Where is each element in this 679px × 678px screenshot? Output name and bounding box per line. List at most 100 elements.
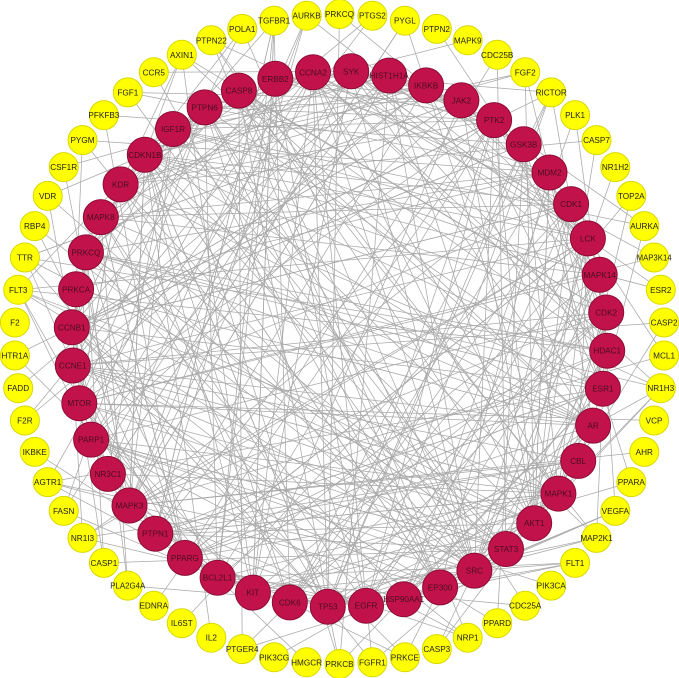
outer-node-pik3cg[interactable]: PIK3CG bbox=[259, 642, 289, 673]
outer-node-ppara[interactable]: PPARA bbox=[616, 467, 647, 498]
outer-node-nr1h2[interactable]: NR1H2 bbox=[600, 152, 631, 183]
inner-node-mdm2[interactable]: MDM2 bbox=[531, 154, 568, 191]
outer-node-ahr[interactable]: AHR bbox=[629, 436, 660, 467]
inner-node-mtor[interactable]: MTOR bbox=[61, 385, 98, 422]
outer-node-htr1a[interactable]: HTR1A bbox=[0, 340, 30, 371]
outer-node-prkcb[interactable]: PRKCB bbox=[324, 649, 355, 678]
outer-node-ptpn22[interactable]: PTPN22 bbox=[196, 25, 227, 56]
outer-node-map2k1[interactable]: MAP2K1 bbox=[580, 522, 613, 553]
outer-node-mcl1[interactable]: MCL1 bbox=[649, 340, 679, 371]
inner-node-kit[interactable]: KIT bbox=[234, 574, 271, 611]
outer-node-pygl[interactable]: PYGL bbox=[389, 5, 420, 36]
outer-node-nrp1[interactable]: NRP1 bbox=[452, 622, 483, 653]
outer-node-casp1[interactable]: CASP1 bbox=[88, 547, 119, 578]
outer-node-vegfa[interactable]: VEGFA bbox=[600, 495, 631, 526]
inner-node-ccnb1[interactable]: CCNB1 bbox=[53, 309, 90, 346]
outer-node-tgfbr1[interactable]: TGFBR1 bbox=[258, 5, 291, 36]
outer-node-ptger4[interactable]: PTGER4 bbox=[226, 634, 259, 665]
outer-node-pola1[interactable]: POLA1 bbox=[227, 13, 258, 44]
outer-node-pygm[interactable]: PYGM bbox=[67, 125, 98, 156]
inner-node-lck[interactable]: LCK bbox=[569, 220, 606, 257]
inner-node-mapk3[interactable]: MAPK3 bbox=[111, 487, 148, 524]
outer-node-plk1[interactable]: PLK1 bbox=[560, 100, 591, 131]
outer-node-prkce[interactable]: PRKCE bbox=[389, 642, 420, 673]
inner-node-stat3[interactable]: STAT3 bbox=[488, 531, 524, 567]
inner-node-igf1r[interactable]: IGF1R bbox=[155, 111, 191, 147]
outer-node-ptpn2[interactable]: PTPN2 bbox=[421, 13, 452, 44]
outer-node-pfkfb3[interactable]: PFKFB3 bbox=[88, 100, 120, 131]
inner-node-jak2[interactable]: JAK2 bbox=[443, 82, 480, 119]
outer-node-agtr1[interactable]: AGTR1 bbox=[32, 467, 63, 498]
outer-node-fadd[interactable]: FADD bbox=[3, 373, 34, 404]
inner-node-prkca[interactable]: PRKCA bbox=[58, 271, 95, 308]
inner-node-hsp90aa1[interactable]: HSP90AA1 bbox=[383, 581, 425, 618]
outer-node-rbp4[interactable]: RBP4 bbox=[19, 211, 50, 242]
outer-node-cdc25a[interactable]: CDC25A bbox=[509, 590, 542, 621]
outer-node-vcp[interactable]: VCP bbox=[639, 405, 670, 436]
inner-node-cdk6[interactable]: CDK6 bbox=[271, 584, 308, 621]
inner-node-ikbkb[interactable]: IKBKB bbox=[408, 67, 445, 104]
outer-node-fasn[interactable]: FASN bbox=[48, 495, 79, 526]
inner-node-cbl[interactable]: CBL bbox=[560, 442, 597, 479]
outer-node-il6st[interactable]: IL6ST bbox=[166, 608, 197, 639]
outer-node-ccr5[interactable]: CCR5 bbox=[138, 57, 169, 88]
outer-node-flt1[interactable]: FLT1 bbox=[560, 547, 591, 578]
outer-node-fgf2[interactable]: FGF2 bbox=[510, 57, 541, 88]
inner-node-nr3c1[interactable]: NR3C1 bbox=[89, 455, 126, 492]
outer-node-map3k14[interactable]: MAP3K14 bbox=[637, 242, 672, 273]
inner-node-prkcq[interactable]: PRKCQ bbox=[67, 234, 104, 271]
outer-node-il2[interactable]: IL2 bbox=[196, 622, 227, 653]
outer-node-hmgcr[interactable]: HMGCR bbox=[291, 647, 322, 678]
outer-node-vdr[interactable]: VDR bbox=[32, 180, 63, 211]
outer-node-ikbke[interactable]: IKBKE bbox=[19, 436, 50, 467]
outer-node-aurkb[interactable]: AURKB bbox=[291, 0, 322, 31]
inner-node-egfr[interactable]: EGFR bbox=[348, 587, 384, 624]
inner-node-mapk14[interactable]: MAPK14 bbox=[581, 256, 618, 293]
inner-node-cdkn1b[interactable]: CDKN1B bbox=[126, 136, 163, 173]
outer-node-flt3[interactable]: FLT3 bbox=[3, 274, 34, 305]
outer-node-pla2g4a[interactable]: PLA2G4A bbox=[110, 570, 146, 601]
inner-node-ptpn6[interactable]: PTPN6 bbox=[186, 89, 223, 126]
inner-node-ptk2[interactable]: PTK2 bbox=[476, 102, 513, 139]
inner-node-ptpn1[interactable]: PTPN1 bbox=[137, 515, 174, 552]
inner-node-ar[interactable]: AR bbox=[575, 407, 612, 444]
inner-node-gsk3b[interactable]: GSK3B bbox=[505, 126, 542, 163]
outer-node-pik3ca[interactable]: PIK3CA bbox=[536, 570, 567, 601]
inner-node-kdr[interactable]: KDR bbox=[102, 166, 139, 203]
outer-node-rictor[interactable]: RICTOR bbox=[536, 77, 567, 108]
outer-node-ednra[interactable]: EDNRA bbox=[138, 590, 169, 621]
outer-node-nr1i3[interactable]: NR1I3 bbox=[67, 522, 98, 553]
outer-node-fgfr1[interactable]: FGFR1 bbox=[357, 647, 388, 678]
inner-node-src[interactable]: SRC bbox=[456, 552, 493, 589]
outer-node-csf1r[interactable]: CSF1R bbox=[48, 152, 79, 183]
outer-node-f2[interactable]: F2 bbox=[0, 307, 30, 338]
inner-node-mapk1[interactable]: MAPK1 bbox=[540, 475, 577, 512]
outer-node-nr1h3[interactable]: NR1H3 bbox=[645, 373, 676, 404]
outer-node-casp7[interactable]: CASP7 bbox=[581, 125, 612, 156]
outer-node-ppard[interactable]: PPARD bbox=[482, 608, 513, 639]
outer-node-ttr[interactable]: TTR bbox=[9, 242, 40, 273]
inner-node-cdk2[interactable]: CDK2 bbox=[588, 294, 625, 331]
outer-node-mapk9[interactable]: MAPK9 bbox=[452, 25, 483, 56]
outer-node-cdc25b[interactable]: CDC25B bbox=[481, 39, 514, 70]
inner-node-tp53[interactable]: TP53 bbox=[309, 588, 346, 625]
outer-node-top2a[interactable]: TOP2A bbox=[616, 180, 647, 211]
inner-node-akt1[interactable]: AKT1 bbox=[516, 505, 553, 542]
outer-node-axin1[interactable]: AXIN1 bbox=[166, 39, 197, 70]
inner-node-parp1[interactable]: PARP1 bbox=[73, 421, 110, 458]
inner-node-esr1[interactable]: ESR1 bbox=[584, 370, 621, 407]
outer-node-esr2[interactable]: ESR2 bbox=[645, 274, 676, 305]
inner-node-casp8[interactable]: CASP8 bbox=[220, 72, 257, 109]
inner-node-syk[interactable]: SYK bbox=[333, 53, 370, 90]
inner-node-cdk1[interactable]: CDK1 bbox=[553, 186, 590, 223]
inner-node-ccna2[interactable]: CCNA2 bbox=[295, 54, 331, 91]
outer-node-prkcq[interactable]: PRKCQ bbox=[324, 0, 355, 29]
inner-node-hist1h1a[interactable]: HIST1H1A bbox=[370, 57, 410, 94]
outer-node-ptgs2[interactable]: PTGS2 bbox=[357, 0, 388, 31]
inner-node-ccne1[interactable]: CCNE1 bbox=[54, 347, 91, 384]
outer-node-aurka[interactable]: AURKA bbox=[629, 211, 660, 242]
outer-node-f2r[interactable]: F2R bbox=[9, 405, 40, 436]
outer-node-casp3[interactable]: CASP3 bbox=[421, 634, 452, 665]
inner-node-pparg[interactable]: PPARG bbox=[166, 539, 203, 576]
inner-node-ep300[interactable]: EP300 bbox=[422, 569, 459, 606]
